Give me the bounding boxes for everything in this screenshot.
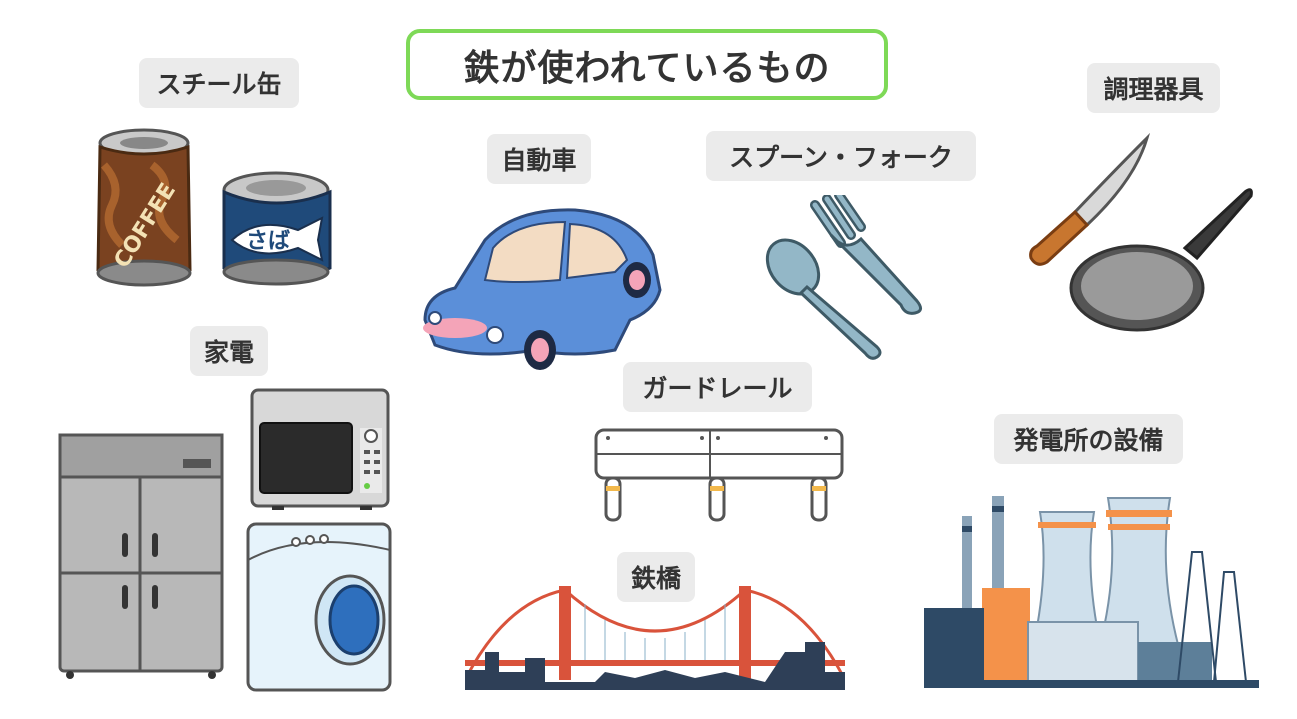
refrigerator-illustration bbox=[58, 433, 224, 679]
washing-machine-illustration bbox=[246, 522, 392, 692]
label-appliances: 家電 bbox=[190, 326, 268, 376]
label-power-plant-text: 発電所の設備 bbox=[1013, 426, 1164, 455]
label-bridge: 鉄橋 bbox=[617, 552, 695, 602]
label-guardrail: ガードレール bbox=[623, 362, 812, 412]
mackerel-can-text: さば bbox=[246, 229, 290, 254]
label-guardrail-text: ガードレール bbox=[642, 374, 793, 403]
label-cookware: 調理器具 bbox=[1087, 63, 1220, 113]
label-appliances-text: 家電 bbox=[203, 338, 254, 367]
label-car-text: 自動車 bbox=[501, 146, 577, 175]
microwave-illustration bbox=[250, 388, 390, 510]
bridge-illustration bbox=[465, 586, 845, 690]
page-title-text: 鉄が使われているもの bbox=[463, 47, 831, 89]
label-power-plant: 発電所の設備 bbox=[994, 414, 1183, 464]
label-cookware-text: 調理器具 bbox=[1103, 75, 1204, 104]
mackerel-can-illustration: さば bbox=[222, 171, 332, 286]
spoon-fork-illustration bbox=[765, 195, 922, 360]
page-title: 鉄が使われているもの bbox=[406, 29, 888, 100]
label-car: 自動車 bbox=[487, 134, 591, 184]
power-plant-illustration bbox=[924, 496, 1259, 688]
label-cutlery: スプーン・フォーク bbox=[706, 131, 976, 181]
label-steel-can-text: スチール缶 bbox=[156, 70, 282, 99]
guardrail-illustration bbox=[594, 428, 844, 522]
label-cutlery-text: スプーン・フォーク bbox=[729, 143, 953, 172]
label-bridge-text: 鉄橋 bbox=[630, 564, 681, 593]
car-illustration bbox=[423, 208, 662, 370]
label-steel-can: スチール缶 bbox=[139, 58, 299, 108]
cookware-illustration bbox=[1029, 132, 1253, 332]
coffee-can-illustration: COFFEE bbox=[96, 128, 192, 287]
